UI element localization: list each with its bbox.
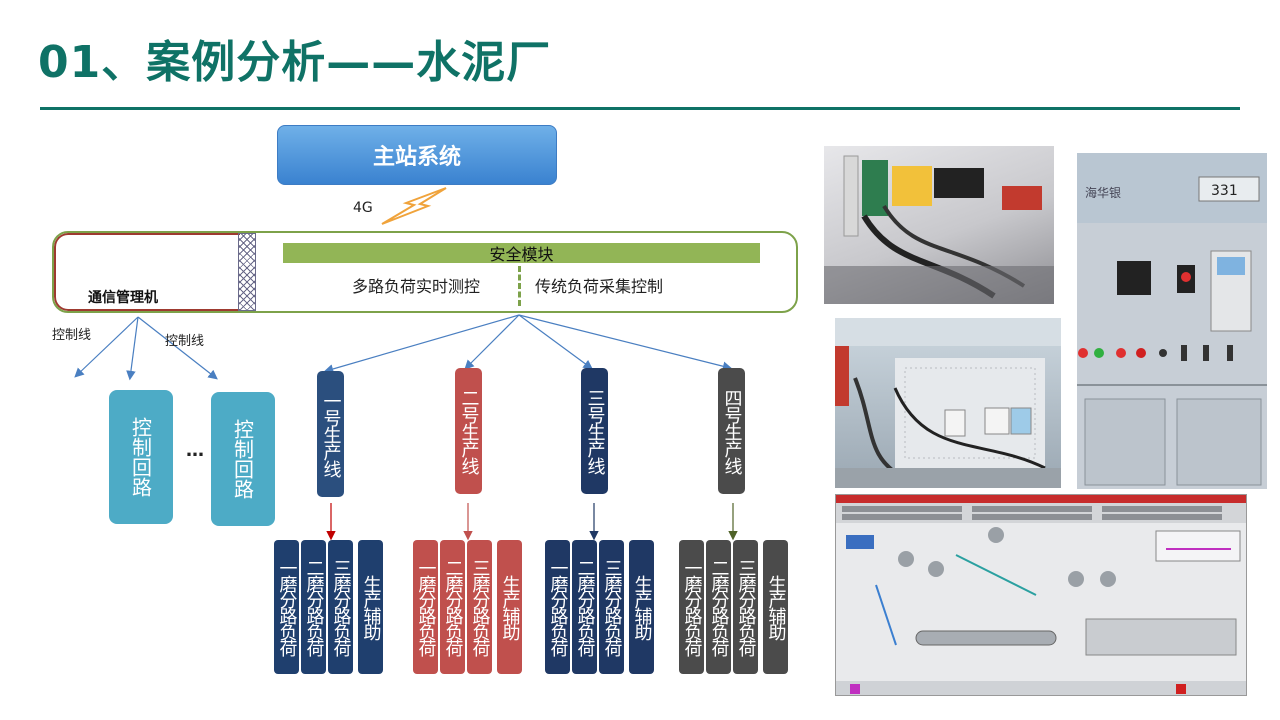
- control-arrow-middle: [126, 316, 139, 381]
- production-line-4: 四号生产线: [718, 368, 745, 494]
- dashed-separator: [518, 266, 521, 306]
- ellipsis: …: [186, 440, 204, 461]
- sub-load-2-2: 二磨分路负荷: [440, 540, 465, 674]
- panel-number-text: 331: [1211, 183, 1238, 199]
- traditional-load-label: 传统负荷采集控制: [535, 277, 664, 296]
- photo-wiring-panel: [824, 146, 1054, 304]
- panel-brand-text: 海华银: [1085, 185, 1121, 200]
- control-arrow-left: [74, 316, 139, 378]
- sub-load-1-4: 生产辅助: [358, 540, 383, 674]
- gateway-label: 通信管理机: [88, 290, 158, 306]
- sub-load-2-4: 生产辅助: [497, 540, 522, 674]
- photo-cabinet-front: 331 海华银: [1077, 153, 1267, 489]
- sub-load-2-3: 三磨分路负荷: [467, 540, 492, 674]
- fanout-arrow-line-3: [518, 314, 593, 370]
- lightning-icon: [381, 187, 447, 225]
- sub-load-1-3: 三磨分路负荷: [328, 540, 353, 674]
- sub-load-4-2: 二磨分路负荷: [706, 540, 731, 674]
- sub-load-1-1: 一磨分路负荷: [274, 540, 299, 674]
- production-line-3: 三号生产线: [581, 368, 608, 494]
- fanout-arrow-line-4: [518, 314, 733, 371]
- sub-load-3-3: 三磨分路负荷: [599, 540, 624, 674]
- fanout-arrow-line-2: [464, 314, 520, 370]
- link-label-4g: 4G: [353, 200, 373, 216]
- photo-scada-screen: [835, 494, 1247, 696]
- production-line-2: 二号生产线: [455, 368, 482, 494]
- photo-cabinet-interior: [835, 318, 1061, 488]
- sub-load-3-2: 二磨分路负荷: [572, 540, 597, 674]
- sub-load-1-2: 二磨分路负荷: [301, 540, 326, 674]
- sub-load-4-1: 一磨分路负荷: [679, 540, 704, 674]
- control-line-label-2: 控制线: [165, 334, 205, 349]
- gateway-left-section: [54, 233, 240, 311]
- multi-load-label: 多路负荷实时测控: [352, 277, 481, 296]
- control-line-label-1: 控制线: [52, 328, 92, 343]
- gateway-hatch-divider: [238, 233, 256, 311]
- control-loop-box-1: 控制回路: [109, 390, 173, 524]
- sub-load-2-1: 一磨分路负荷: [413, 540, 438, 674]
- sub-load-3-4: 生产辅助: [629, 540, 654, 674]
- sub-load-4-3: 三磨分路负荷: [733, 540, 758, 674]
- control-loop-box-2: 控制回路: [211, 392, 275, 526]
- fanout-arrow-line-1: [323, 314, 520, 374]
- page-title: 01、案例分析——水泥厂: [38, 37, 552, 88]
- sub-load-3-1: 一磨分路负荷: [545, 540, 570, 674]
- master-station-box: 主站系统: [277, 125, 557, 185]
- production-line-1: 一号生产线: [317, 371, 344, 497]
- security-module-bar: 安全模块: [283, 243, 760, 264]
- sub-load-4-4: 生产辅助: [763, 540, 788, 674]
- control-arrow-right: [137, 316, 218, 380]
- title-divider: [40, 107, 1240, 110]
